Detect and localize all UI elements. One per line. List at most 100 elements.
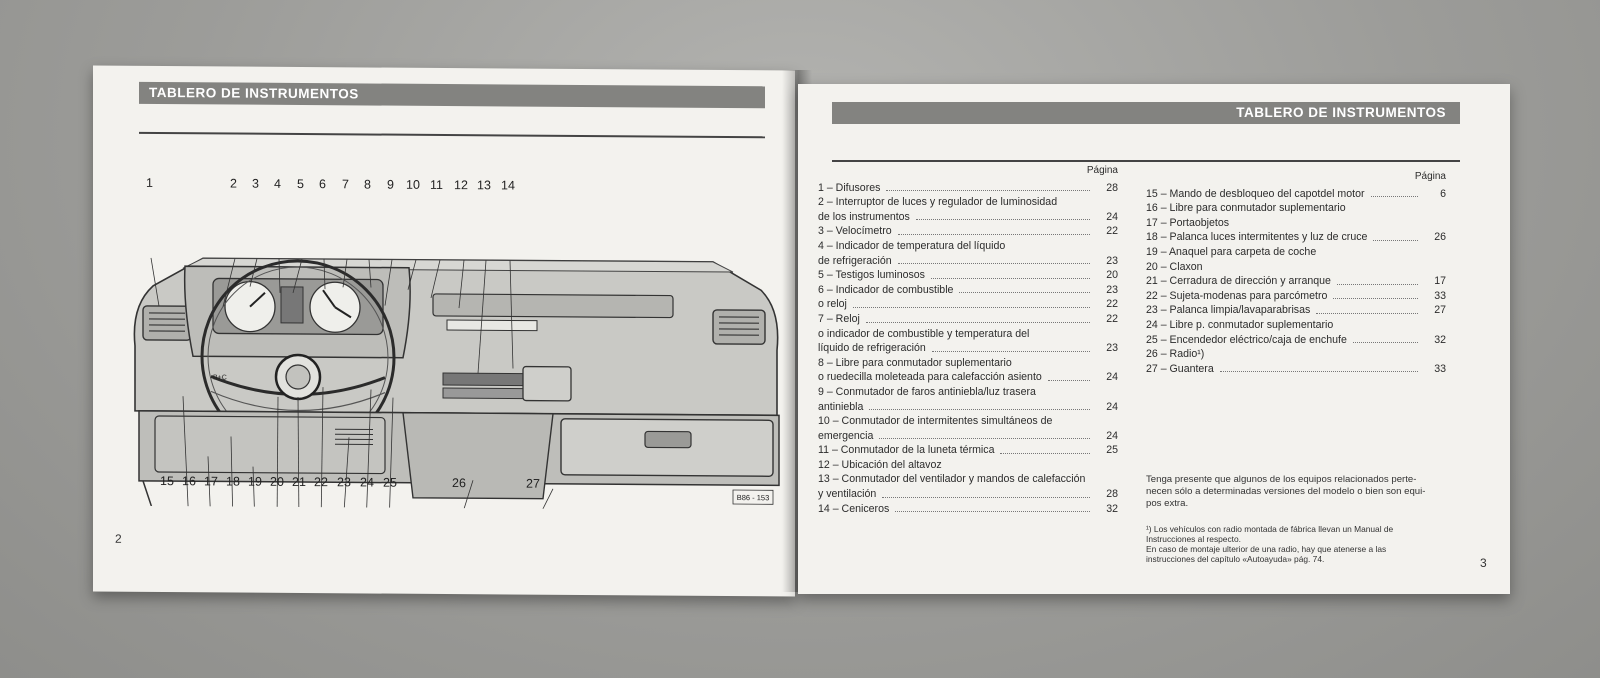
callout-6: 6 xyxy=(319,177,326,192)
callout-19: 19 xyxy=(248,474,262,489)
list-item: 17 – Portaobjetos xyxy=(1146,216,1446,231)
list-item-text: 22 – Sujeta-modenas para parcómetro xyxy=(1146,289,1328,302)
leader-dots xyxy=(1047,379,1090,381)
callout-3: 3 xyxy=(252,176,259,191)
note-line: pos extra. xyxy=(1146,498,1189,509)
footnote-line: En caso de montaje ulterior de una radio… xyxy=(1146,544,1387,554)
list-item-page: 22 xyxy=(1106,298,1118,311)
list-item: 24 – Libre p. conmutador suplementario xyxy=(1146,318,1446,333)
list-item-text: 8 – Libre para conmutador suplementario xyxy=(818,356,1012,369)
list-item: 19 – Anaquel para carpeta de coche xyxy=(1146,245,1446,260)
leader-dots xyxy=(895,511,1090,513)
leader-dots xyxy=(930,277,1090,279)
list-item-page: 28 xyxy=(1106,181,1118,194)
callout-25: 25 xyxy=(383,475,397,490)
list-item-text: 21 – Cerradura de dirección y arranque xyxy=(1146,275,1331,288)
note-line: Tenga presente que algunos de los equipo… xyxy=(1146,474,1417,485)
callout-17: 17 xyxy=(204,474,218,489)
callout-9: 9 xyxy=(387,177,394,192)
list-item-page: 27 xyxy=(1434,304,1446,317)
leader-dots xyxy=(897,233,1090,235)
list-item-page: 24 xyxy=(1106,371,1118,384)
callout-20: 20 xyxy=(270,474,284,489)
callout-13: 13 xyxy=(477,178,491,193)
callout-27: 27 xyxy=(526,476,540,491)
list-item-page: 24 xyxy=(1106,210,1118,223)
list-item-text: de refrigeración xyxy=(818,254,892,267)
list-item-text: 19 – Anaquel para carpeta de coche xyxy=(1146,245,1317,258)
list-item-text: 25 – Encendedor eléctrico/caja de enchuf… xyxy=(1146,333,1347,346)
list-item-text: 17 – Portaobjetos xyxy=(1146,216,1230,229)
leader-dots xyxy=(852,306,1090,308)
list-item: 15 – Mando de desbloqueo del capotdel mo… xyxy=(1146,187,1446,202)
leader-dots xyxy=(1333,298,1418,300)
list-item: y ventilación 28 xyxy=(818,487,1118,502)
list-item: 4 – Indicador de temperatura del líquido xyxy=(818,239,1118,254)
list-item: 8 – Libre para conmutador suplementario xyxy=(818,356,1118,371)
callout-14: 14 xyxy=(501,178,515,193)
list-item-text: 5 – Testigos luminosos xyxy=(818,269,925,282)
left-page-number: 2 xyxy=(115,531,122,546)
list-item-text: 26 – Radio¹) xyxy=(1146,348,1205,361)
callout-21: 21 xyxy=(292,474,306,490)
leader-dots xyxy=(1370,196,1418,198)
callout-24: 24 xyxy=(360,475,374,490)
page-header-col2: Página xyxy=(1414,171,1446,182)
list-item: 18 – Palanca luces intermitentes y luz d… xyxy=(1146,230,1446,245)
footnote-line: instrucciones del capítulo «Autoayuda» p… xyxy=(1146,554,1325,564)
list-item-text: de los instrumentos xyxy=(818,210,910,223)
leader-dots xyxy=(959,292,1090,294)
list-item-text: 3 – Velocímetro xyxy=(818,225,892,238)
right-page-title: TABLERO DE INSTRUMENTOS xyxy=(832,102,1460,124)
list-item: 2 – Interruptor de luces y regulador de … xyxy=(818,195,1118,210)
callout-23: 23 xyxy=(337,475,351,490)
list-item: 12 – Ubicación del altavoz xyxy=(818,458,1118,473)
list-item-text: 9 – Conmutador de faros antiniebla/luz t… xyxy=(818,385,1036,398)
leader-dots xyxy=(1373,239,1418,241)
list-item-text: 24 – Libre p. conmutador suplementario xyxy=(1146,318,1334,331)
list-item-text: antiniebla xyxy=(818,400,864,413)
equipment-note: Tenga presente que algunos de los equipo… xyxy=(1146,474,1446,510)
leader-dots xyxy=(882,496,1090,498)
dashboard-diagram: B86 - 153 B+C xyxy=(133,257,780,511)
callout-12: 12 xyxy=(454,178,468,193)
list-item: 20 – Claxon xyxy=(1146,260,1446,275)
list-item-page: 26 xyxy=(1434,231,1446,244)
leader-dots xyxy=(1316,312,1418,314)
list-item: 10 – Conmutador de intermitentes simultá… xyxy=(818,414,1118,429)
list-item-page: 24 xyxy=(1106,429,1118,442)
list-item: 3 – Velocímetro 22 xyxy=(818,224,1118,239)
callout-4: 4 xyxy=(274,176,281,191)
leader-dots xyxy=(879,438,1090,440)
list-item-text: y ventilación xyxy=(818,488,877,501)
list-item-page: 33 xyxy=(1434,289,1446,302)
list-item: 16 – Libre para conmutador suplementario xyxy=(1146,201,1446,216)
callout-15: 15 xyxy=(160,474,174,489)
list-item-text: o indicador de combustible y temperatura… xyxy=(818,327,1030,340)
list-item-text: emergencia xyxy=(818,429,874,442)
callout-8: 8 xyxy=(364,177,371,192)
list-item-text: 2 – Interruptor de luces y regulador de … xyxy=(818,196,1058,209)
list-item-text: 23 – Palanca limpia/lavaparabrisas xyxy=(1146,304,1311,317)
list-item-page: 32 xyxy=(1434,333,1446,346)
list-item: 23 – Palanca limpia/lavaparabrisas 27 xyxy=(1146,303,1446,318)
list-item-page: 22 xyxy=(1106,225,1118,238)
list-item-page: 24 xyxy=(1106,400,1118,413)
callout-7: 7 xyxy=(342,177,349,192)
callout-26: 26 xyxy=(452,476,466,491)
cluster-small-label: B+C xyxy=(213,374,227,381)
list-item-text: 27 – Guantera xyxy=(1146,362,1214,375)
list-item: o indicador de combustible y temperatura… xyxy=(818,327,1118,342)
footnote-line: Instrucciones al respecto. xyxy=(1146,534,1241,544)
leader-dots xyxy=(897,263,1090,265)
list-item-page: 28 xyxy=(1106,488,1118,501)
